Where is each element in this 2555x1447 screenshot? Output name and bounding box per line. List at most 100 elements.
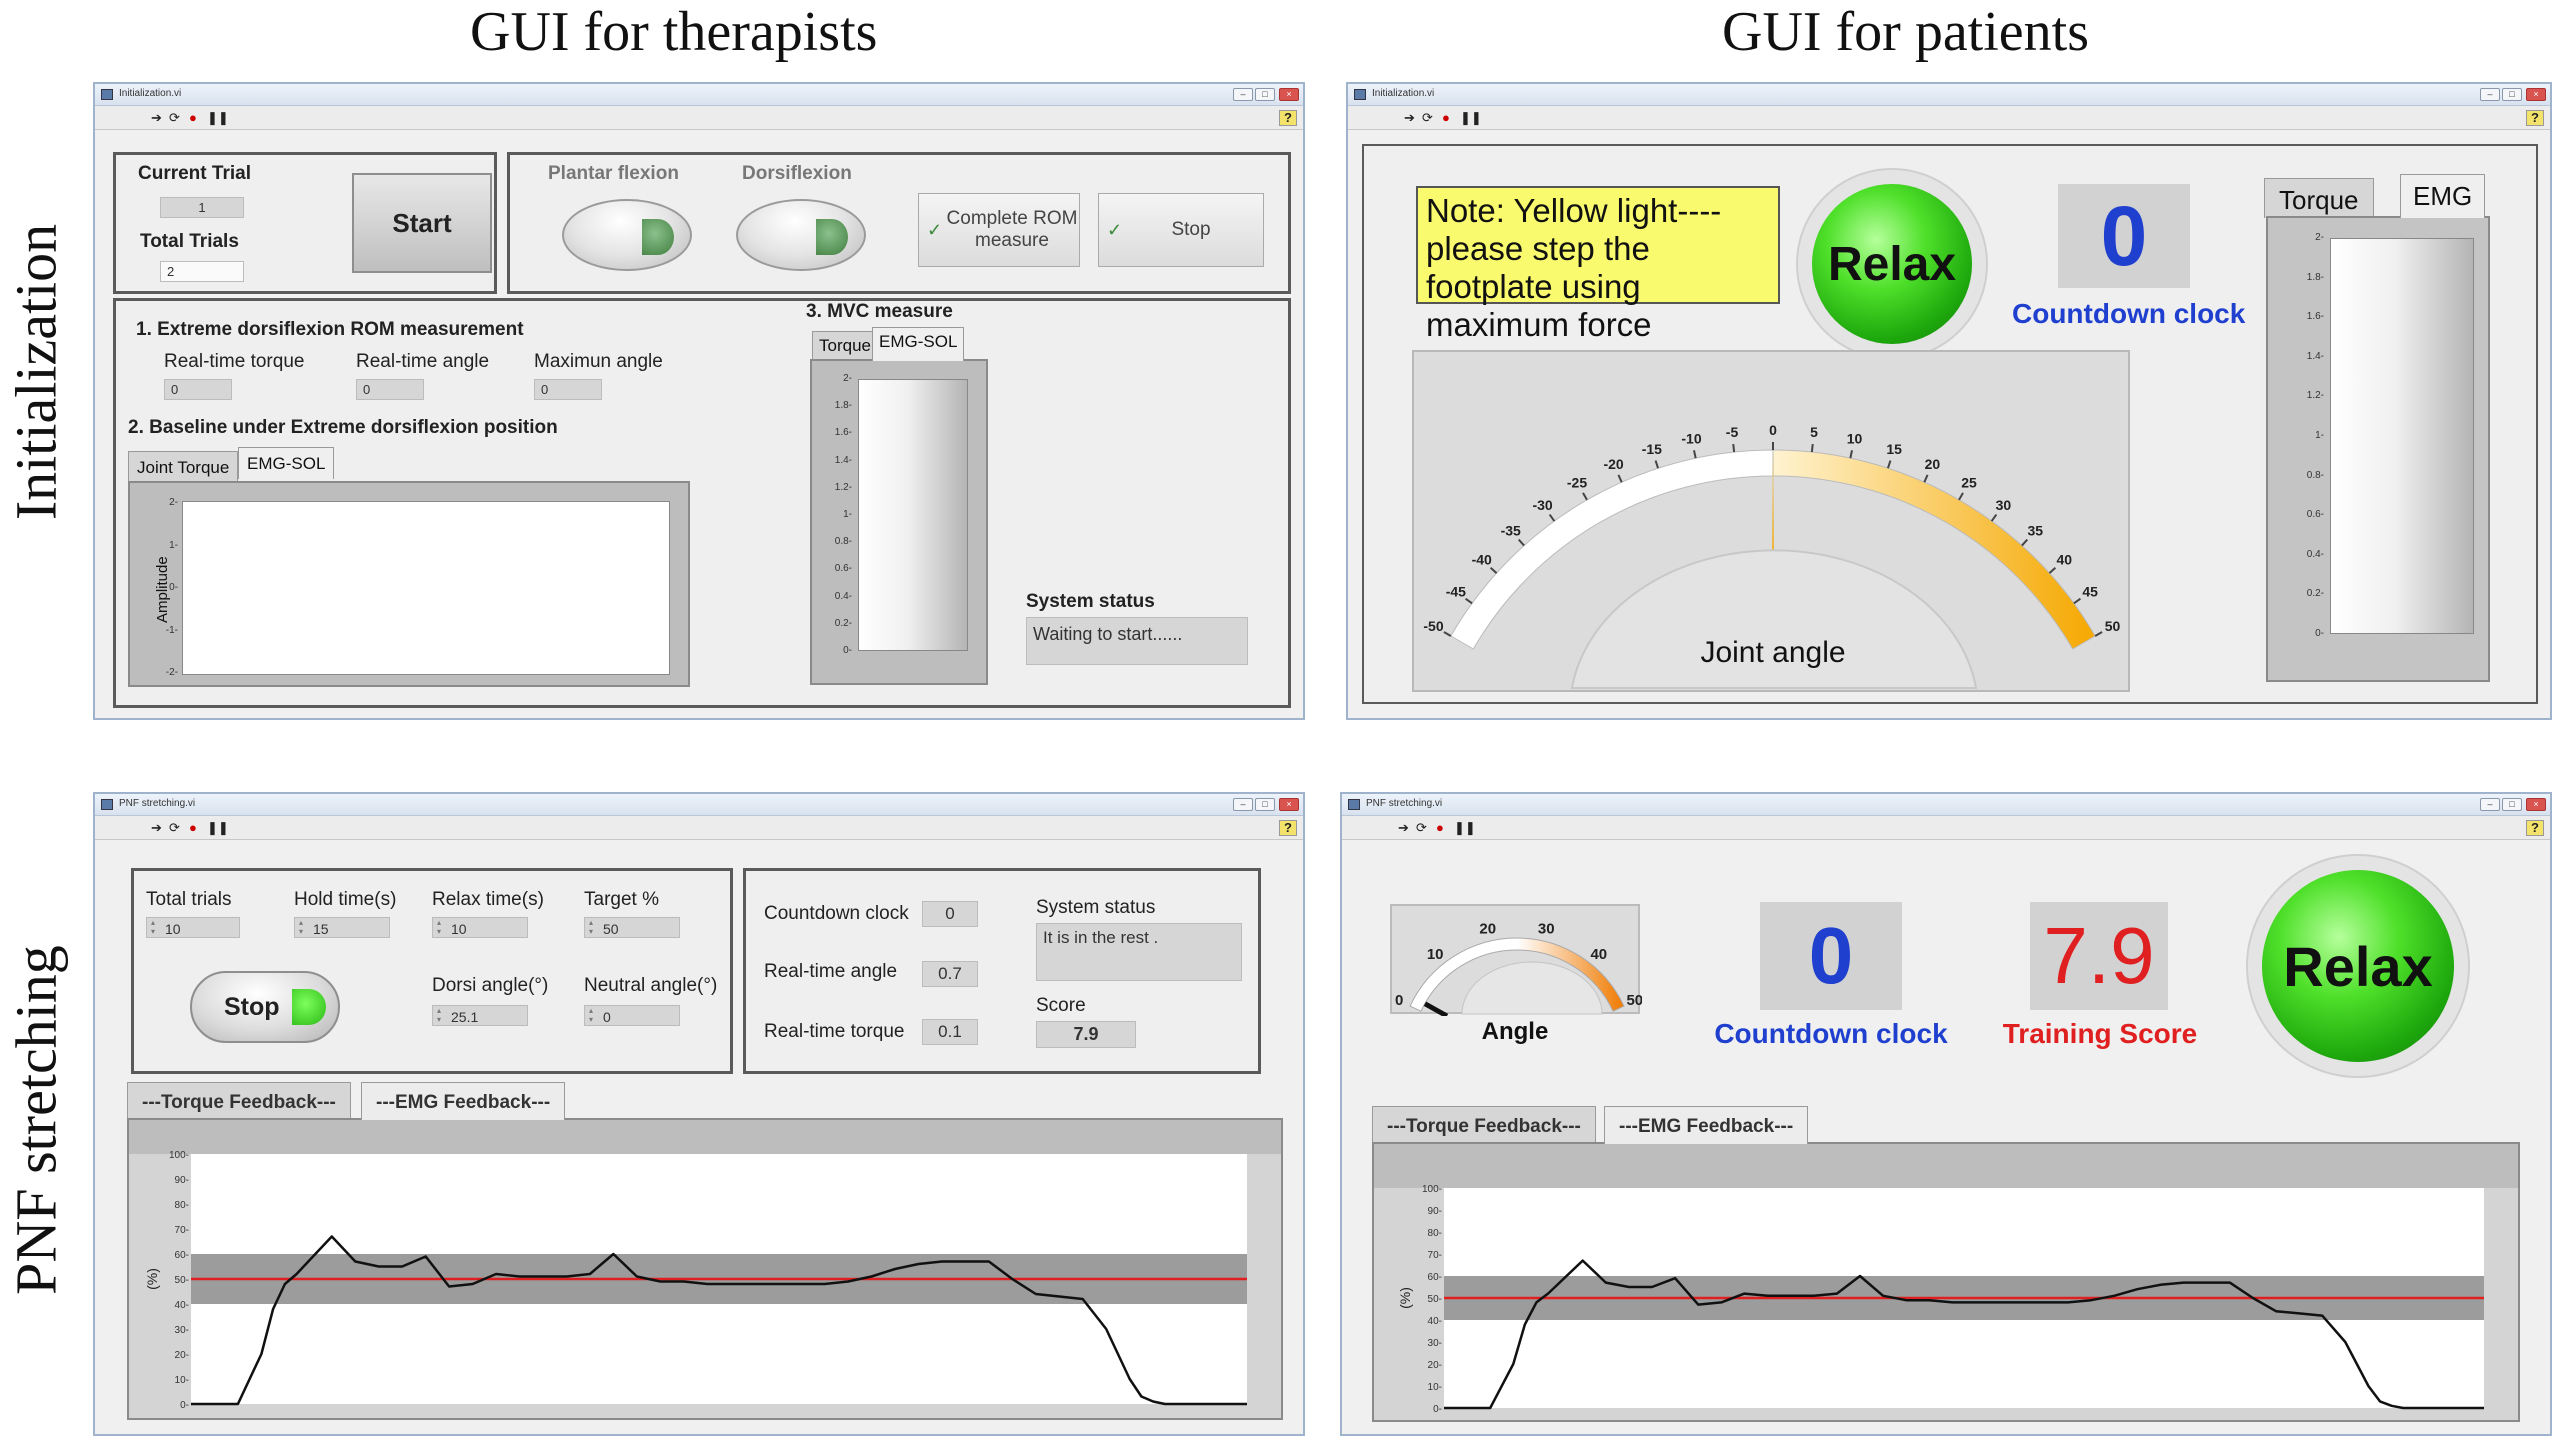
pause-icon[interactable]: ❚❚ xyxy=(207,110,229,125)
tab-emg-feedback[interactable]: ---EMG Feedback--- xyxy=(1604,1106,1809,1144)
stop-button[interactable]: Stop xyxy=(190,971,340,1043)
gauge-tick xyxy=(2048,566,2057,574)
run-continuous-icon[interactable]: ⟳ xyxy=(1416,820,1427,835)
tab-torque[interactable]: Torque xyxy=(2264,178,2374,218)
tab-torque-feedback[interactable]: ---Torque Feedback--- xyxy=(1372,1106,1596,1144)
therapist-emg-chart-svg: 100-90-80-70-60-50-40-30-20-10-0-(%) xyxy=(129,1120,1281,1411)
axis-tick-label: -2- xyxy=(165,667,178,678)
pause-icon[interactable]: ❚❚ xyxy=(1454,820,1476,835)
instruction-note: Note: Yellow light---- please step the f… xyxy=(1416,186,1780,343)
run-arrow-icon[interactable]: ➔ xyxy=(151,820,162,835)
pause-icon[interactable]: ❚❚ xyxy=(1460,110,1482,125)
patient-feedback-chart: 100-90-80-70-60-50-40-30-20-10-0-(%) xyxy=(1372,1142,2520,1422)
maximize-button[interactable]: □ xyxy=(1255,88,1275,101)
check-icon: ✓ xyxy=(927,220,943,240)
run-arrow-icon[interactable]: ➔ xyxy=(1398,820,1409,835)
y-tick-label: 40- xyxy=(1428,1316,1442,1327)
start-button[interactable]: Start xyxy=(352,173,492,273)
title-bar: Initialization.vi – □ × xyxy=(1348,84,2550,106)
window-title: Initialization.vi xyxy=(1372,88,1435,99)
close-button[interactable]: × xyxy=(1279,88,1299,101)
help-icon[interactable]: ? xyxy=(1279,820,1297,836)
gauge-tick xyxy=(1443,631,1452,637)
gauge-tick-label: -30 xyxy=(1532,497,1552,513)
run-continuous-icon[interactable]: ⟳ xyxy=(169,110,180,125)
total-trials-input[interactable]: 2 xyxy=(160,261,244,282)
patient-init-frame: Note: Yellow light---- please step the f… xyxy=(1362,144,2538,704)
gauge-tick-label: 40 xyxy=(2057,552,2073,568)
neutral-angle-input[interactable]: 0 xyxy=(584,1005,680,1026)
run-arrow-icon[interactable]: ➔ xyxy=(1404,110,1415,125)
tab-torque-feedback[interactable]: ---Torque Feedback--- xyxy=(127,1082,351,1120)
dorsiflexion-label: Dorsiflexion xyxy=(742,163,852,184)
run-continuous-icon[interactable]: ⟳ xyxy=(1422,110,1433,125)
stop-rom-button[interactable]: ✓Stop xyxy=(1098,193,1264,267)
dorsi-angle-input[interactable]: 25.1 xyxy=(432,1005,528,1026)
minimize-button[interactable]: – xyxy=(1233,798,1253,811)
help-icon[interactable]: ? xyxy=(1279,110,1297,126)
y-tick-label: 0- xyxy=(1433,1404,1442,1415)
abort-icon[interactable]: ● xyxy=(1436,820,1444,835)
total-trials-label: Total trials xyxy=(146,889,232,910)
close-button[interactable]: × xyxy=(1279,798,1299,811)
tab-joint-torque[interactable]: Joint Torque xyxy=(128,451,239,483)
help-icon[interactable]: ? xyxy=(2526,110,2544,126)
tab-emg-sol-mvc[interactable]: EMG-SOL xyxy=(872,327,965,361)
countdown-value: 0 xyxy=(922,901,978,927)
gauge-tick xyxy=(1923,474,1929,483)
dorsiflexion-button[interactable] xyxy=(736,199,866,271)
complete-rom-button[interactable]: ✓Complete ROM measure xyxy=(918,193,1080,267)
y-tick-label: 10- xyxy=(175,1375,189,1386)
axis-tick-label: 0- xyxy=(2315,628,2324,639)
abort-icon[interactable]: ● xyxy=(1442,110,1450,125)
tab-emg[interactable]: EMG xyxy=(2400,174,2486,218)
maximize-button[interactable]: □ xyxy=(1255,798,1275,811)
run-arrow-icon[interactable]: ➔ xyxy=(151,110,162,125)
therapist-init-window: Initialization.vi – □ × ➔ ⟳ ● ❚❚ ? Curre… xyxy=(93,82,1305,720)
section3-title: 3. MVC measure xyxy=(806,301,953,322)
abort-icon[interactable]: ● xyxy=(189,110,197,125)
rom-control-group: Plantar flexion Dorsiflexion ✓Complete R… xyxy=(507,152,1291,294)
maximize-button[interactable]: □ xyxy=(2502,88,2522,101)
tab-emg-feedback[interactable]: ---EMG Feedback--- xyxy=(361,1082,566,1120)
hold-time-input[interactable]: 15 xyxy=(294,917,390,938)
score-label: Score xyxy=(1036,995,1086,1016)
chart-top-margin xyxy=(129,1120,1281,1154)
y-tick-label: 20- xyxy=(1428,1360,1442,1371)
plantar-led-icon xyxy=(642,219,674,255)
axis-tick-label: 0.6- xyxy=(2306,509,2324,521)
close-button[interactable]: × xyxy=(2526,798,2546,811)
gauge-tick xyxy=(1654,460,1659,469)
total-trials-input[interactable]: 10 xyxy=(146,917,240,938)
minimize-button[interactable]: – xyxy=(2480,798,2500,811)
abort-icon[interactable]: ● xyxy=(189,820,197,835)
vi-icon xyxy=(101,89,113,100)
target-input[interactable]: 50 xyxy=(584,917,680,938)
axis-tick-label: 0.2- xyxy=(2306,588,2324,600)
minimize-button[interactable]: – xyxy=(1233,88,1253,101)
run-continuous-icon[interactable]: ⟳ xyxy=(169,820,180,835)
mvc-emg-bar xyxy=(858,379,968,651)
system-status-label: System status xyxy=(1036,897,1156,918)
help-icon[interactable]: ? xyxy=(2526,820,2544,836)
close-button[interactable]: × xyxy=(2526,88,2546,101)
minimize-button[interactable]: – xyxy=(2480,88,2500,101)
section2-title: 2. Baseline under Extreme dorsiflexion p… xyxy=(128,417,558,438)
gauge-tick xyxy=(1849,450,1853,459)
heading-patients: GUI for patients xyxy=(1722,1,2090,63)
angle-gauge-scale xyxy=(1409,937,1625,1012)
plantar-flexion-button[interactable] xyxy=(562,199,692,271)
axis-tick-label: 1- xyxy=(843,509,852,520)
current-trial-select[interactable]: 1 xyxy=(160,197,244,218)
y-tick-label: 80- xyxy=(1428,1228,1442,1239)
tab-emg-sol[interactable]: EMG-SOL xyxy=(238,447,335,479)
y-tick-label: 70- xyxy=(175,1225,189,1236)
tab-torque[interactable]: Torque xyxy=(812,331,878,361)
maximize-button[interactable]: □ xyxy=(2502,798,2522,811)
relax-time-input[interactable]: 10 xyxy=(432,917,528,938)
axis-tick-label: 2- xyxy=(843,373,852,384)
gauge-tick xyxy=(2073,597,2082,605)
pause-icon[interactable]: ❚❚ xyxy=(207,820,229,835)
dorsi-angle-label: Dorsi angle(°) xyxy=(432,975,549,996)
